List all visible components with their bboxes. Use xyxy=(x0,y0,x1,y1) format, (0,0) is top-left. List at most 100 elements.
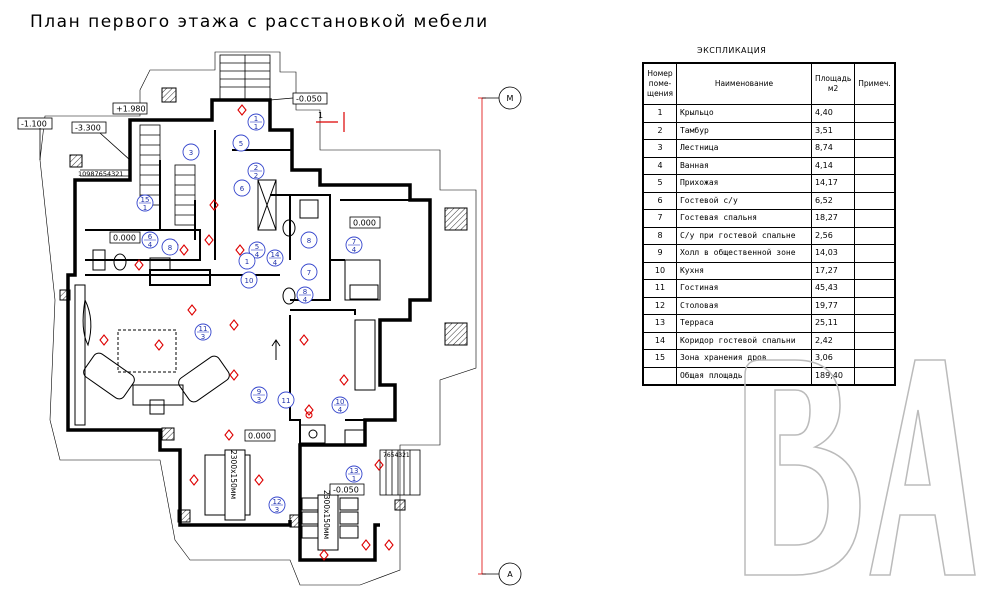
room-name: Гостиная xyxy=(675,279,812,298)
room-area: 19,77 xyxy=(810,296,856,315)
room-number: 8 xyxy=(303,288,307,296)
room-number-sub: 4 xyxy=(255,251,260,259)
room-marker: 151 xyxy=(136,194,154,212)
site-outline xyxy=(39,51,477,586)
room-marker: 8 xyxy=(300,231,318,249)
room-number: 7 xyxy=(352,238,356,246)
room-number-sub: 4 xyxy=(352,246,357,254)
room-num: 15 xyxy=(642,349,677,368)
explication-table: Номер поме- щения Наименование Площадь м… xyxy=(642,62,896,386)
section-mark: 1 xyxy=(318,111,323,120)
room-number-sub: 4 xyxy=(148,241,153,249)
room-area: 4,40 xyxy=(810,104,856,123)
columns xyxy=(59,87,468,528)
header-note: Примеч. xyxy=(854,62,896,105)
room-marker: 64 xyxy=(141,231,159,249)
room-name: Гостевой с/у xyxy=(675,191,812,210)
room-area: 18,27 xyxy=(810,209,856,228)
level-mark: -0.050 xyxy=(296,95,322,104)
room-number-sub: 1 xyxy=(352,475,356,483)
room-number-sub: 3 xyxy=(275,506,279,514)
room-number: 6 xyxy=(240,185,245,193)
room-num: 14 xyxy=(642,331,677,350)
room-area: 45,43 xyxy=(810,279,856,298)
room-num: 10 xyxy=(642,261,677,280)
room-note xyxy=(854,279,896,298)
room-marker: 144 xyxy=(266,249,284,267)
room-number: 10 xyxy=(336,398,345,406)
room-note xyxy=(854,366,896,386)
stairs-numbering: 10987654321 xyxy=(78,170,124,178)
room-name: Ванная xyxy=(675,156,812,175)
room-num: 5 xyxy=(642,174,677,193)
room-number: 13 xyxy=(350,467,359,475)
room-note xyxy=(854,121,896,140)
axis-markers xyxy=(482,86,522,586)
room-num: 2 xyxy=(642,121,677,140)
room-number: 14 xyxy=(271,251,280,259)
room-num: 6 xyxy=(642,191,677,210)
header-area: Площадь м2 xyxy=(810,62,856,105)
room-marker: 1 xyxy=(238,252,256,270)
room-num xyxy=(642,366,677,386)
room-marker: 6 xyxy=(233,179,251,197)
room-name: Тамбур xyxy=(675,121,812,140)
room-area: 2,56 xyxy=(810,226,856,245)
room-note xyxy=(854,226,896,245)
room-marker: 10 xyxy=(240,271,258,289)
room-num: 9 xyxy=(642,244,677,263)
room-area: 3,51 xyxy=(810,121,856,140)
room-number: 10 xyxy=(245,277,254,285)
logo xyxy=(744,359,976,576)
table-dimension: 2300х150мм xyxy=(229,450,238,499)
dimension-line xyxy=(478,97,486,575)
room-num: 11 xyxy=(642,279,677,298)
room-number: 7 xyxy=(307,269,311,277)
room-area: 25,11 xyxy=(810,314,856,333)
room-number: 5 xyxy=(255,243,259,251)
stairs-numbering: 7654321 xyxy=(383,452,410,459)
axis-label-top: М xyxy=(507,94,514,103)
room-number: 1 xyxy=(245,258,249,266)
room-area: 6,52 xyxy=(810,191,856,210)
room-note xyxy=(854,139,896,158)
header-name: Наименование xyxy=(675,62,812,105)
room-number: 6 xyxy=(148,233,153,241)
room-num: 1 xyxy=(642,104,677,123)
room-note xyxy=(854,209,896,228)
level-mark: 0.000 xyxy=(113,234,136,243)
level-mark: -1.100 xyxy=(21,120,47,129)
room-name: Лестница xyxy=(675,139,812,158)
room-name: Гостевая спальня xyxy=(675,209,812,228)
room-marker: 22 xyxy=(247,162,265,180)
level-mark: -3.300 xyxy=(75,124,101,133)
entry-arrow xyxy=(271,339,281,360)
room-marker: 11 xyxy=(277,391,295,409)
room-number: 15 xyxy=(141,196,150,204)
room-number: 5 xyxy=(239,140,243,148)
room-number: 3 xyxy=(189,149,193,157)
room-note xyxy=(854,104,896,123)
level-marks xyxy=(17,92,381,496)
explication-title: ЭКСПЛИКАЦИЯ xyxy=(697,46,767,55)
level-mark: +1.980 xyxy=(116,105,146,114)
room-number: 9 xyxy=(257,388,261,396)
room-area: 14,17 xyxy=(810,174,856,193)
room-marker: 7 xyxy=(300,263,318,281)
room-number: 12 xyxy=(273,498,282,506)
axis-label-bottom: А xyxy=(507,570,513,579)
room-number-sub: 1 xyxy=(254,123,258,131)
room-num: 4 xyxy=(642,156,677,175)
room-num: 7 xyxy=(642,209,677,228)
level-mark: -0.050 xyxy=(333,486,359,495)
room-marker: 11 xyxy=(247,113,265,131)
